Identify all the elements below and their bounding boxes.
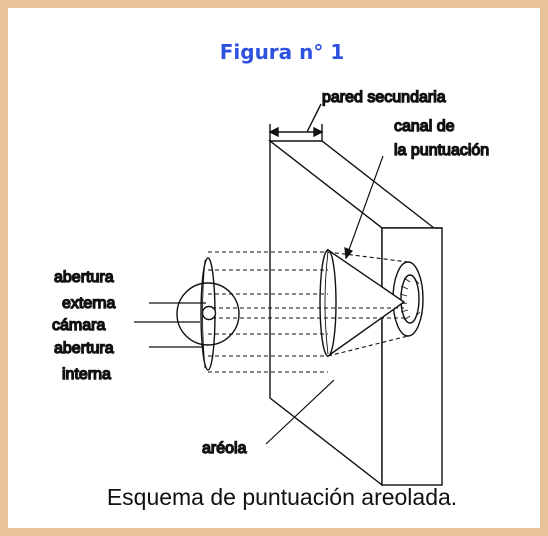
projection-lines [208,251,409,373]
figure-body: Figura n° 1 [16,16,548,536]
label-areola: aréola [202,440,247,457]
pit-face-view [176,257,240,371]
label-canal-2: la puntuación [394,142,489,159]
pit-diagram: pared secundaria canal de la puntuación … [51,88,490,487]
wall-thickness-arrow [268,103,324,141]
label-canal-1: canal de [394,118,455,135]
pit-cone [319,248,406,358]
label-chamber: cámara [52,317,105,334]
label-inner-aperture-1: abertura [54,340,114,357]
label-secondary-wall: pared secundaria [322,89,446,106]
figure-title: Figura n° 1 [219,40,345,64]
label-inner-aperture-2: interna [62,366,111,383]
figure-caption: Esquema de puntuación areolada. [106,484,458,510]
label-outer-aperture-1: abertura [54,269,114,286]
leader-lines [134,155,384,445]
label-outer-aperture-2: externa [62,295,115,312]
